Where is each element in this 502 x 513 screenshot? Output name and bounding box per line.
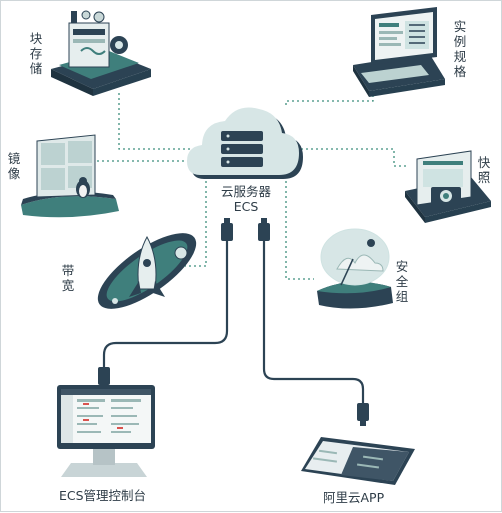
center-label: 云服务器 ECS — [206, 184, 286, 214]
connector-instance-spec — [285, 91, 374, 105]
connector-bandwidth — [185, 181, 207, 267]
label-console: ECS管理控制台 — [59, 488, 147, 503]
mobile-app-icon — [301, 437, 415, 485]
center-subtitle: ECS — [233, 199, 259, 214]
snapshot-camera-icon — [405, 150, 491, 223]
connector-snapshot — [301, 148, 406, 167]
label-block-storage: 块存储 — [29, 31, 43, 76]
block-storage-icon — [51, 10, 151, 96]
cloud-server-icon — [187, 107, 303, 179]
cable-to-console — [102, 239, 229, 369]
label-instance-spec: 实例规格 — [453, 19, 467, 79]
cables — [102, 239, 365, 405]
label-bandwidth: 带宽 — [61, 263, 75, 293]
plug-right — [258, 223, 270, 241]
label-snapshot: 快照 — [477, 155, 491, 185]
label-security-group: 安全组 — [395, 259, 409, 304]
connector-security-group — [285, 181, 314, 280]
instance-spec-icon — [353, 7, 445, 97]
plug-console — [98, 367, 110, 385]
center-title: 云服务器 — [220, 184, 271, 199]
plug-left — [221, 223, 233, 241]
plugs — [98, 218, 369, 426]
plug-app — [357, 403, 369, 421]
bandwidth-rocket-icon — [97, 233, 197, 309]
security-group-shield-icon — [317, 228, 393, 309]
cable-to-app — [262, 239, 365, 405]
console-monitor-icon — [57, 385, 155, 477]
image-os-icon — [21, 134, 119, 218]
label-app: 阿里云APP — [323, 490, 385, 505]
connector-block-storage — [118, 93, 196, 150]
label-image: 镜像 — [7, 151, 21, 181]
